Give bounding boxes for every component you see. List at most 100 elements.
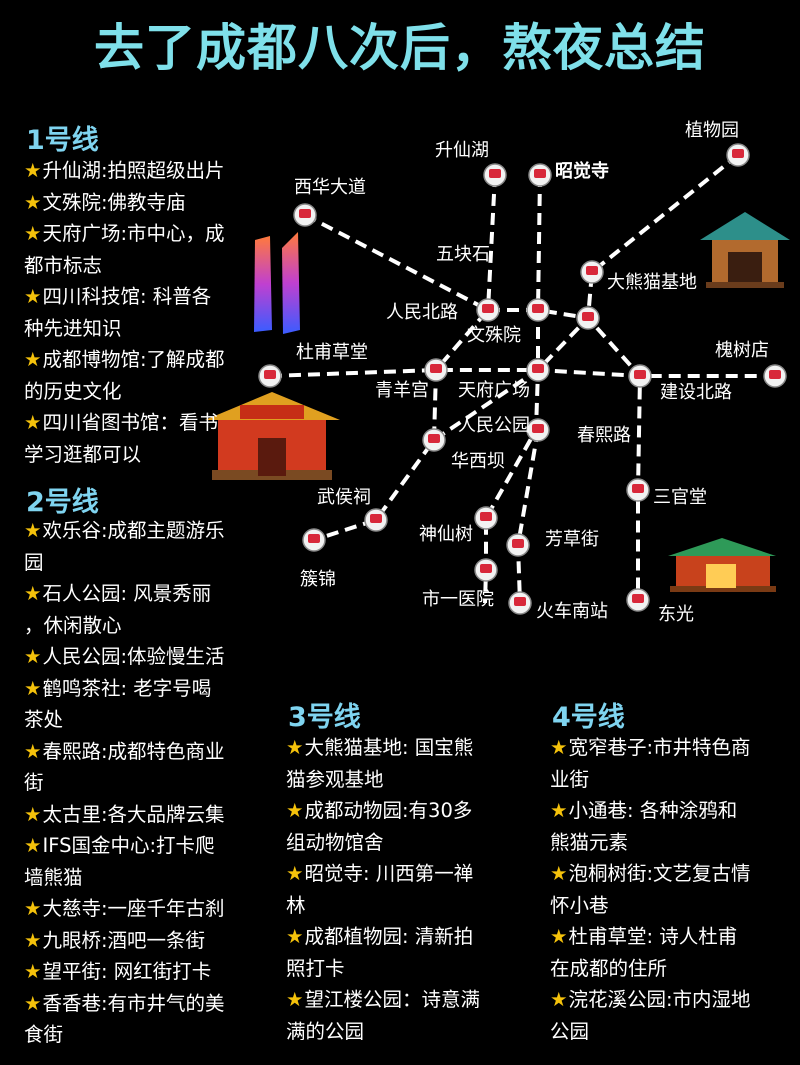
metro-train-icon	[534, 169, 546, 178]
list-item: ★九眼桥:酒吧一条街	[24, 925, 254, 957]
list-item: 怀小巷	[550, 890, 790, 922]
station-label: 火车南站	[536, 601, 608, 622]
star-icon: ★	[24, 960, 42, 983]
list-item: ★泡桐树街:文艺复古情	[550, 858, 790, 890]
star-icon: ★	[24, 991, 42, 1015]
station-label: 文殊院	[467, 325, 521, 346]
list-item-text: 大熊猫基地: 国宝熊	[304, 736, 474, 759]
metro-train-icon	[512, 539, 524, 548]
star-icon: ★	[24, 676, 42, 700]
station-label: 人民北路	[386, 302, 458, 323]
star-icon: ★	[550, 736, 568, 759]
list-item-text: 四川省图书馆：看书	[42, 411, 218, 434]
list-item: 食街	[24, 1019, 254, 1051]
line3-heading: 3号线	[288, 702, 361, 733]
list-item: 种先进知识	[24, 313, 254, 345]
list-item-text: 文殊院:佛教寺庙	[42, 190, 186, 214]
list-item: 熊猫元素	[550, 827, 790, 859]
list-item-text: IFS国金中心:打卡爬	[42, 834, 215, 857]
metro-train-icon	[632, 484, 644, 493]
palace-icon	[700, 212, 790, 288]
list-item: ★文殊院:佛教寺庙	[24, 187, 254, 219]
star-icon: ★	[24, 519, 42, 542]
list-item-text: 望江楼公园：诗意满	[304, 988, 480, 1011]
list-item-text: 太古里:各大品牌云集	[42, 802, 225, 826]
line1-list: ★升仙湖:拍照超级出片★文殊院:佛教寺庙★天府广场:市中心，成都市标志★四川科技…	[24, 155, 254, 470]
list-item-text: 食街	[24, 1023, 64, 1046]
station-label: 植物园	[685, 120, 739, 141]
metro-train-icon	[264, 370, 276, 379]
station-label: 槐树店	[715, 340, 769, 361]
list-item-text: 熊猫元素	[550, 830, 629, 854]
list-item: ★小通巷: 各种涂鸦和	[550, 795, 790, 827]
list-item: 园	[24, 547, 254, 579]
star-icon: ★	[550, 799, 568, 822]
list-item-text: 猫参观基地	[286, 767, 384, 791]
list-item-text: 公园	[550, 1019, 590, 1043]
list-item-text: 浣花溪公园:市内湿地	[568, 988, 751, 1011]
line2-heading: 2号线	[26, 487, 99, 518]
station-label: 天府广场	[458, 380, 530, 401]
list-item-text: 天府广场:市中心，成	[42, 222, 225, 245]
metro-train-icon	[532, 424, 544, 433]
list-item-text: 香香巷:有市井气的美	[42, 991, 225, 1015]
station-label: 市一医院	[422, 589, 494, 610]
list-item-text: 望平街: 网红街打卡	[42, 960, 212, 983]
line4-heading: 4号线	[552, 702, 625, 733]
list-item: 在成都的住所	[550, 953, 790, 985]
list-item-text: 业街	[550, 767, 590, 791]
station-label: 杜甫草堂	[296, 342, 368, 363]
station-label: 西华大道	[294, 177, 366, 198]
list-item-text: 墙熊猫	[24, 865, 83, 889]
list-item: 猫参观基地	[286, 764, 526, 796]
metro-train-icon	[514, 597, 526, 606]
list-item-text: 的历史文化	[24, 379, 122, 403]
station-label: 五块石	[436, 244, 490, 265]
list-item: 墙熊猫	[24, 862, 254, 894]
page-title: 去了成都八次后，熬夜总结	[94, 19, 706, 77]
station-label: 春熙路	[577, 425, 631, 446]
list-item: ★春熙路:成都特色商业	[24, 736, 254, 768]
list-item: ★大慈寺:一座千年古刹	[24, 893, 254, 925]
list-item: ★成都动物园:有30多	[286, 795, 526, 827]
station-label: 华西坝	[451, 451, 505, 472]
station-label: 大熊猫基地	[607, 272, 697, 293]
station-label: 人民公园	[458, 415, 530, 436]
list-item-text: 小通巷: 各种涂鸦和	[568, 799, 738, 822]
list-item-text: 街	[24, 771, 44, 794]
star-icon: ★	[24, 222, 42, 245]
star-icon: ★	[286, 862, 304, 885]
metro-train-icon	[370, 514, 382, 523]
line2-list: ★欢乐谷:成都主题游乐园★石人公园: 风景秀丽，休闲散心★人民公园:体验慢生活★…	[24, 515, 254, 1051]
list-item: ★宽窄巷子:市井特色商	[550, 732, 790, 764]
list-item: ★成都博物馆:了解成都	[24, 344, 254, 376]
list-item-text: 组动物馆舍	[286, 830, 384, 854]
list-item: ★浣花溪公园:市内湿地	[550, 984, 790, 1016]
list-item-text: 欢乐谷:成都主题游乐	[42, 519, 225, 542]
pavilion-icon	[668, 538, 776, 592]
metro-train-icon	[428, 434, 440, 443]
line3-list: ★大熊猫基地: 国宝熊猫参观基地★成都动物园:有30多组动物馆舍★昭觉寺: 川西…	[286, 732, 526, 1047]
line1-heading: 1号线	[26, 125, 99, 156]
station-label: 昭觉寺	[555, 160, 609, 182]
star-icon: ★	[286, 988, 304, 1011]
station-label: 簇锦	[300, 569, 336, 590]
list-item: ★望江楼公园：诗意满	[286, 984, 526, 1016]
list-item: ★人民公园:体验慢生活	[24, 641, 254, 673]
list-item-text: 成都博物馆:了解成都	[42, 348, 225, 371]
star-icon: ★	[24, 928, 42, 952]
list-item-text: 九眼桥:酒吧一条街	[42, 928, 206, 952]
star-icon: ★	[286, 925, 304, 948]
list-item-text: 林	[286, 893, 306, 917]
star-icon: ★	[24, 159, 42, 182]
list-item: ★四川科技馆: 科普各	[24, 281, 254, 313]
list-item: ★太古里:各大品牌云集	[24, 799, 254, 831]
star-icon: ★	[24, 834, 42, 857]
metro-train-icon	[480, 512, 492, 521]
star-icon: ★	[24, 190, 42, 214]
station-label: 建设北路	[660, 382, 732, 403]
metro-train-icon	[634, 370, 646, 379]
star-icon: ★	[24, 348, 42, 371]
list-item: ★望平街: 网红街打卡	[24, 956, 254, 988]
